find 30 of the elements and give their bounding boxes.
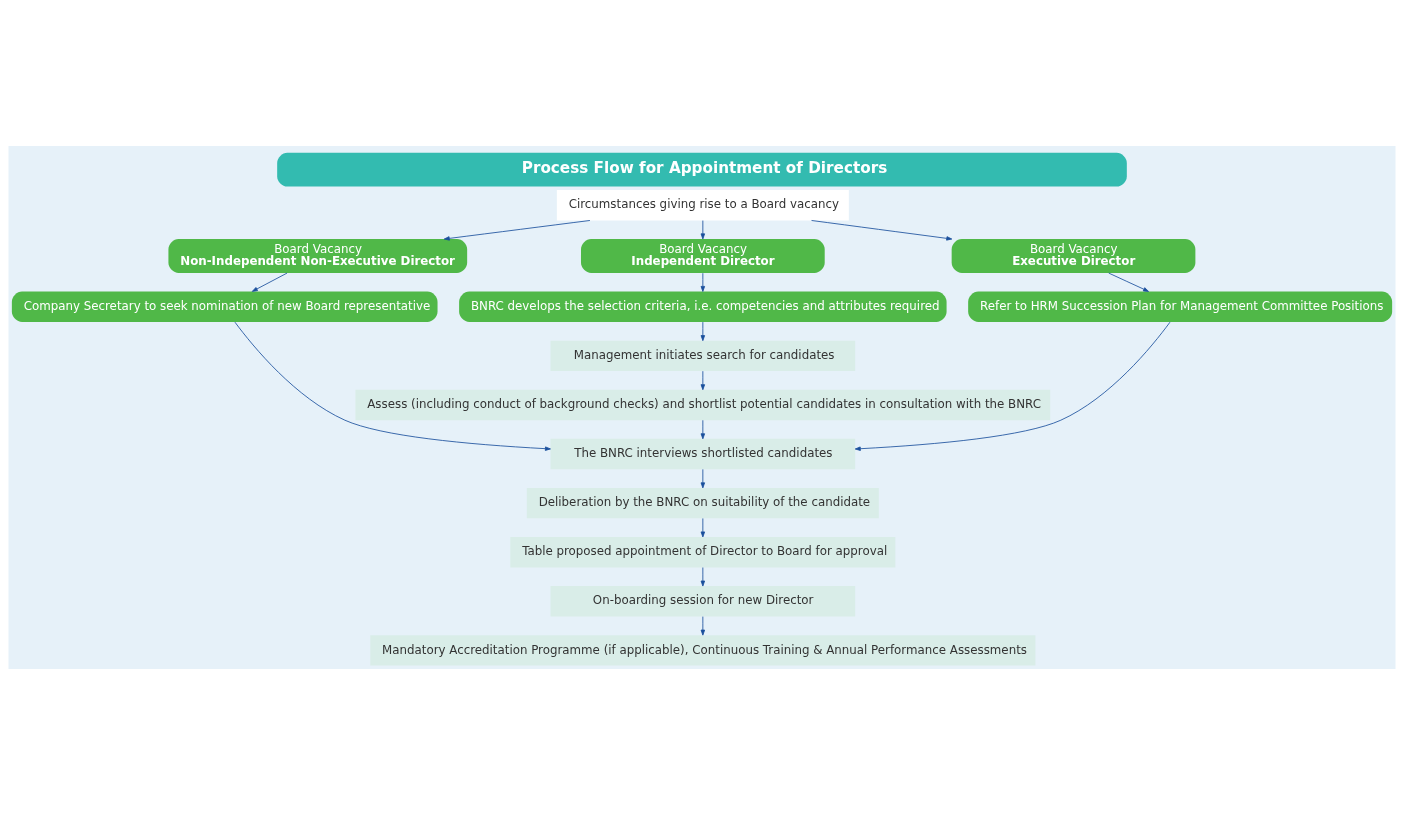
node-box: Mandatory Accreditation Programme (if applicable), Continuous Training & Annual Performance Assessments bbox=[370, 635, 1036, 666]
arrow bbox=[700, 567, 706, 587]
arrow bbox=[700, 220, 706, 240]
node-box: Management initiates search for candidates bbox=[550, 340, 856, 372]
arrow bbox=[700, 468, 706, 489]
arrow bbox=[854, 321, 1171, 451]
arrow bbox=[443, 220, 591, 241]
arrow bbox=[234, 321, 551, 451]
arrow bbox=[1108, 272, 1149, 292]
arrow bbox=[700, 616, 706, 636]
node-box: Deliberation by the BNRC on suitability of the candidate bbox=[526, 487, 879, 519]
arrow bbox=[700, 272, 706, 292]
node-box: Board Vacancy Non-Independent Non-Executive Director bbox=[168, 239, 468, 273]
diagram-title: Process Flow for Appointment of Directors bbox=[521, 158, 888, 177]
arrow bbox=[700, 370, 706, 391]
node-box: On-boarding session for new Director bbox=[550, 586, 856, 617]
node-box: The BNRC interviews shortlisted candidates bbox=[550, 438, 856, 470]
arrow bbox=[700, 321, 706, 342]
node-box: Refer to HRM Succession Plan for Management Committee Positions bbox=[968, 291, 1393, 323]
node-box: Company Secretary to seek nomination of new Board representative bbox=[11, 291, 438, 323]
node-box: Circumstances giving rise to a Board vacancy bbox=[556, 190, 849, 221]
node-box: Board Vacancy Independent Director bbox=[581, 239, 825, 273]
node-box: Board Vacancy Executive Director bbox=[951, 239, 1196, 273]
arrow bbox=[251, 272, 288, 292]
node-box: Assess (including conduct of background checks) and shortlist potential candidates in consultation with the BNRC bbox=[355, 389, 1051, 421]
arrow bbox=[700, 518, 706, 538]
arrow bbox=[811, 220, 953, 241]
arrow bbox=[700, 419, 706, 440]
node-box: Table proposed appointment of Director to Board for approval bbox=[510, 537, 896, 568]
node-box: BNRC develops the selection criteria, i.e. competencies and attributes required bbox=[459, 291, 947, 323]
